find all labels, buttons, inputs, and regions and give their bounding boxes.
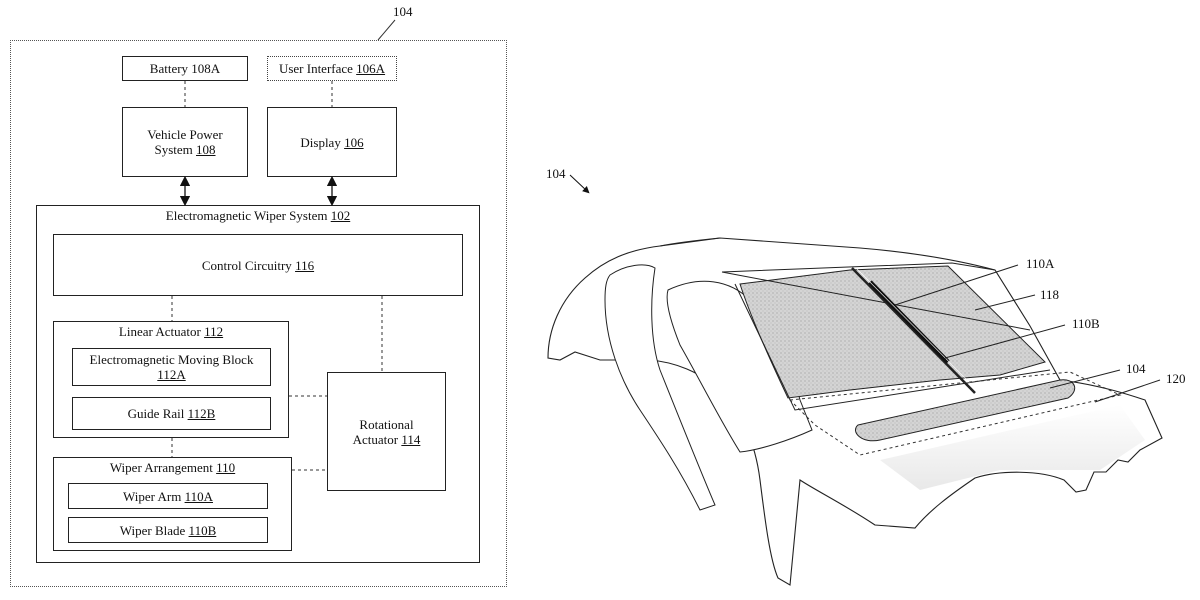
vehicle-power-box: Vehicle Power System 108 [122,107,248,177]
wiper-arm-ref: 110A [184,488,213,504]
vehicle-power-line2: System [154,142,197,157]
callout-120: 120 [1166,371,1186,386]
callout-104-leader [1049,369,1121,389]
wiper-blade-box: Wiper Blade 110B [68,517,268,543]
moving-block-ref: 112A [157,367,186,382]
rotational-actuator-line1: Rotational [359,416,414,432]
system-outer-boundary [10,40,507,587]
diagram-ref-leader [377,19,396,41]
rotational-actuator-box: Rotational Actuator 114 [327,372,446,491]
callout-110A: 110A [1026,256,1055,271]
linear-actuator-ref: 112 [204,324,224,339]
control-circuitry-box: Control Circuitry 116 [53,234,463,296]
display-box: Display 106 [267,107,397,177]
callout-118-leader [974,294,1036,311]
wiper-system-label: Electromagnetic Wiper System [165,208,331,223]
guide-rail-label: Guide Rail [127,406,188,421]
rotational-actuator-line2: Actuator [352,431,402,447]
display-label: Display [300,134,345,150]
callout-118: 118 [1040,287,1060,302]
moving-block-box: Electromagnetic Moving Block 112A [72,348,271,386]
cowl-region [788,371,1122,456]
wiper-arrangement-label: Wiper Arrangement [109,460,217,475]
car-ref-arrow [569,174,590,194]
rotational-actuator-ref: 114 [401,431,421,447]
vehicle-power-line1: Vehicle Power [147,127,223,142]
rear-window [604,264,716,511]
diagram-ref-label: 104 [393,4,413,19]
callout-104: 104 [1126,361,1146,376]
battery-box: Battery 108A [122,56,248,81]
wiper-system-group: Electromagnetic Wiper System 102 [36,205,480,563]
callout-110A-leader [894,264,1019,306]
linear-actuator-group: Linear Actuator 112 [53,321,289,438]
hood-shading [880,405,1145,490]
roof-line [659,237,996,273]
moving-block-label: Electromagnetic Moving Block [89,352,254,367]
wiper-arm-box: Wiper Arm 110A [68,483,268,509]
wiper-arrangement-group: Wiper Arrangement 110 [53,457,292,551]
car-ref-label: 104 [546,166,566,181]
windshield [739,265,1046,399]
callout-110B: 110B [1072,316,1100,331]
user-interface-ref: 106A [356,61,386,76]
wiper-blade-label: Wiper Blade [119,522,189,538]
control-circuitry-ref: 116 [295,257,315,273]
linear-actuator-label: Linear Actuator [118,324,205,339]
wiper-arm-highlight [855,267,981,394]
guide-rail-ref: 112B [187,406,216,421]
user-interface-label: User Interface [278,61,357,76]
control-circuitry-label: Control Circuitry [201,257,296,273]
battery-label: Battery 108A [149,61,221,76]
wiper-arm [851,267,976,394]
vehicle-power-ref: 108 [196,142,216,157]
wiper-blade-ref: 110B [188,522,217,538]
callout-110B-leader [944,324,1066,359]
user-interface-box: User Interface 106A [267,56,397,81]
wiper-housing [855,379,1076,442]
wiper-system-ref: 102 [330,208,351,223]
wiper-arm-label: Wiper Arm [123,488,185,504]
display-ref: 106 [344,134,364,150]
callout-120-leader [1094,379,1161,403]
wiper-arrangement-ref: 110 [216,460,236,475]
guide-rail-box: Guide Rail 112B [72,397,271,430]
